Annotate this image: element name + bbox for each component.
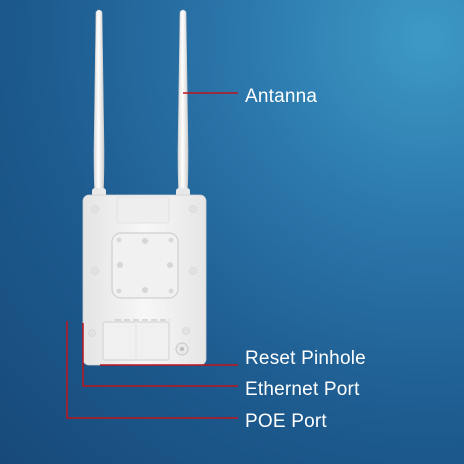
- port-panel: [88, 319, 190, 361]
- ethernet-port-label: Ethernet Port: [245, 379, 360, 400]
- antenna-label: Antanna: [245, 86, 318, 107]
- ethernet-port-leader-line: [82, 323, 238, 387]
- reset-pinhole-label: Reset Pinhole: [245, 348, 366, 369]
- poe-port-label: POE Port: [245, 411, 327, 432]
- right-antenna: [176, 9, 190, 201]
- left-antenna: [92, 9, 106, 201]
- poe-port-leader-line: [66, 321, 238, 419]
- mounting-plate: [111, 232, 179, 299]
